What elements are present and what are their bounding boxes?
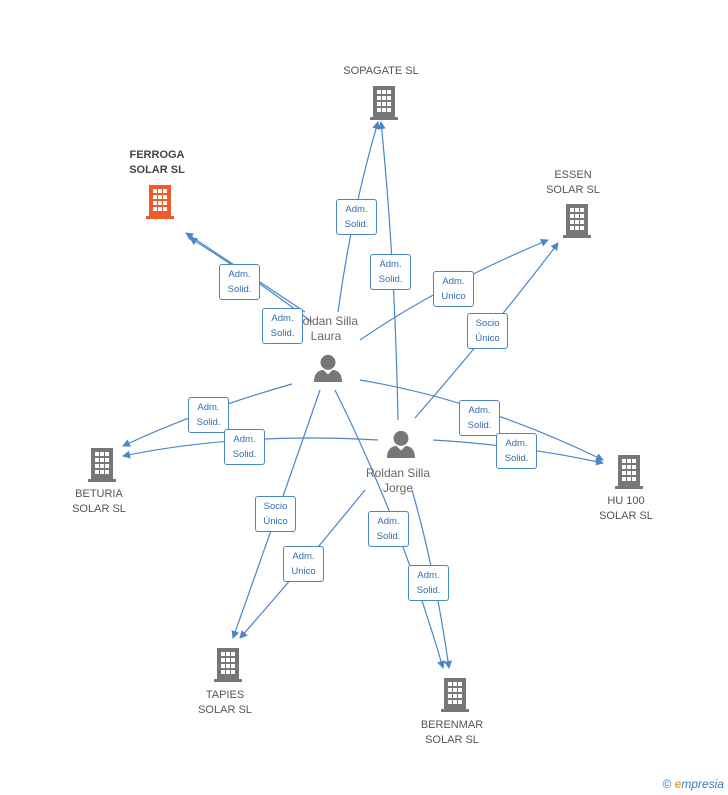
company-label-berenmar[interactable]: BERENMAR SOLAR SL: [420, 719, 484, 746]
edge-label-laura-essen: Adm. Unico: [433, 271, 474, 307]
building-icon-sopagate[interactable]: [370, 86, 398, 120]
brand-logo-text: mpresia: [681, 777, 724, 791]
edge-label-laura-hu100: Adm. Solid.: [459, 400, 500, 436]
company-label-ferroga[interactable]: FERROGA SOLAR SL: [129, 149, 185, 176]
edge-label-laura-ferroga-1: Adm. Solid.: [219, 264, 260, 300]
edge-label-jorge-tapies: Adm. Unico: [283, 546, 324, 582]
building-icon-hu100[interactable]: [615, 455, 643, 489]
company-label-tapies[interactable]: TAPIES SOLAR SL: [198, 689, 252, 716]
building-icon-essen[interactable]: [563, 204, 591, 238]
copyright-symbol: ©: [662, 777, 672, 791]
edge-label-jorge-beturia: Adm. Solid.: [224, 429, 265, 465]
person-icon-laura[interactable]: [314, 354, 342, 382]
company-label-essen[interactable]: ESSEN SOLAR SL: [546, 169, 600, 196]
edge-label-jorge-hu100: Adm. Solid.: [496, 433, 537, 469]
building-icon-tapies[interactable]: [214, 648, 242, 682]
edge-label-laura-beturia: Adm. Solid.: [188, 397, 229, 433]
building-icon-ferroga[interactable]: [146, 185, 174, 219]
brand-logo-initial: e: [674, 777, 682, 791]
edge-label-jorge-sopagate: Adm. Solid.: [370, 254, 411, 290]
edge-label-laura-ferroga-2: Adm. Solid.: [262, 308, 303, 344]
edge-label-jorge-essen: Socio Único: [467, 313, 508, 349]
edge-label-laura-sopagate: Adm. Solid.: [336, 199, 377, 235]
edge-label-jorge-berenmar: Adm. Solid.: [408, 565, 449, 601]
person-label-laura[interactable]: Roldan Silla Laura: [293, 314, 359, 343]
company-label-beturia[interactable]: BETURIA SOLAR SL: [72, 488, 126, 515]
edge-label-laura-tapies: Socio Único: [255, 496, 296, 532]
company-label-sopagate[interactable]: SOPAGATE SL: [343, 65, 419, 77]
person-icon-jorge[interactable]: [387, 430, 415, 458]
edge-label-laura-berenmar: Adm. Solid.: [368, 511, 409, 547]
company-label-hu100[interactable]: HU 100 SOLAR SL: [599, 495, 653, 522]
person-label-jorge[interactable]: Roldan Silla Jorge: [365, 466, 431, 495]
building-icon-berenmar[interactable]: [441, 678, 469, 712]
copyright-footer: © empresia: [662, 777, 724, 791]
building-icon-beturia[interactable]: [88, 448, 116, 482]
